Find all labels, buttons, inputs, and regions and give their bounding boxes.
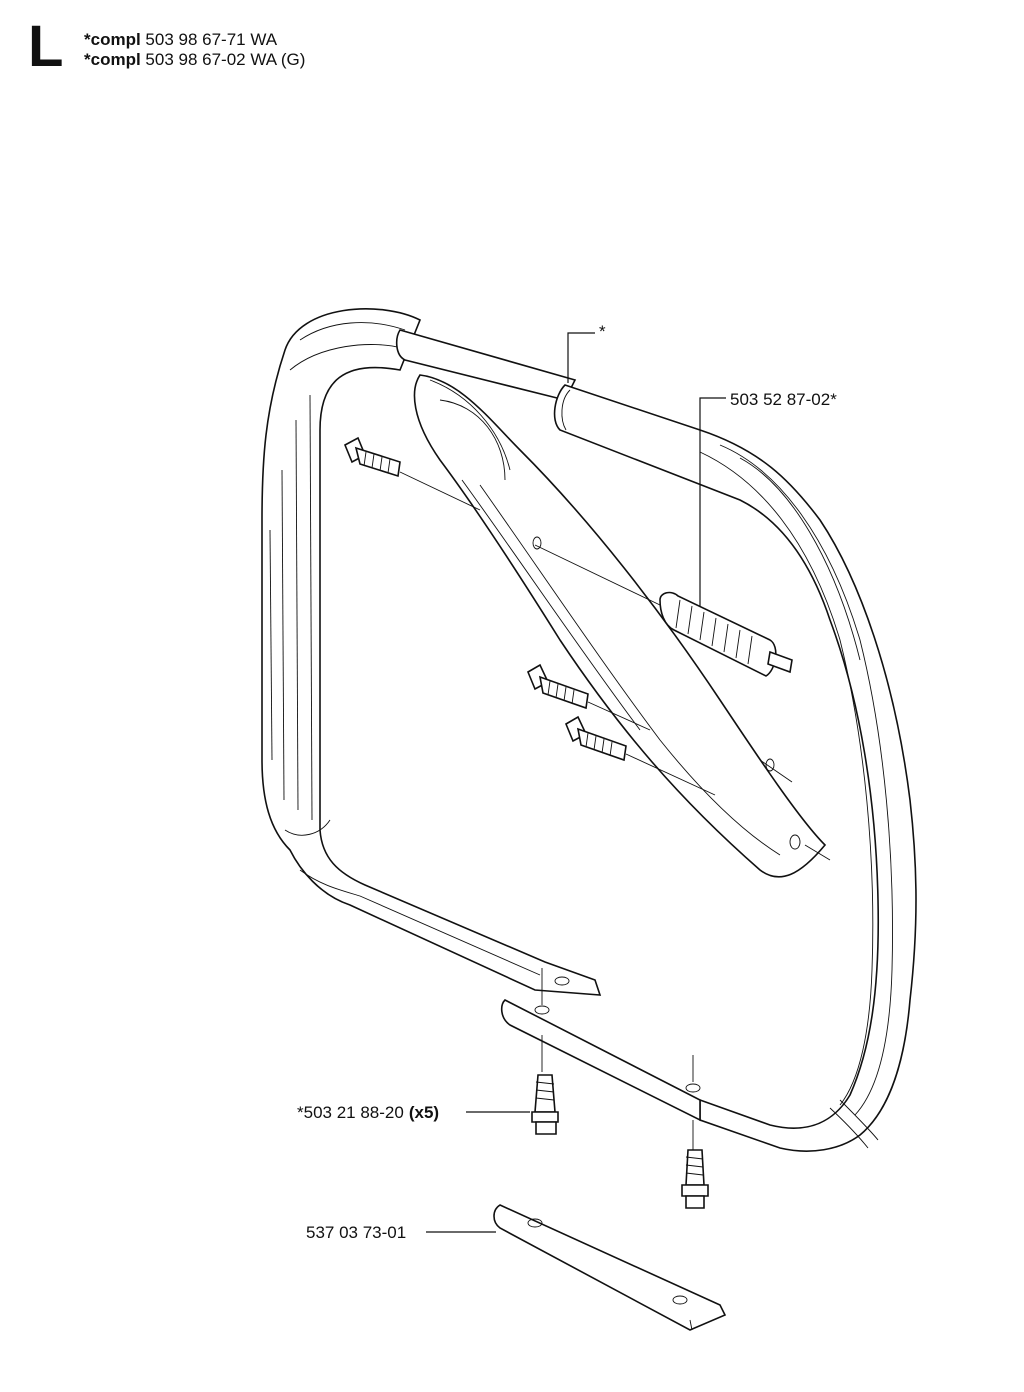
- screw-middle-1: [526, 663, 651, 731]
- screw-quantity: (x5): [409, 1103, 439, 1122]
- assembly-prefix: *compl: [84, 30, 141, 49]
- screw-middle-2: [564, 715, 716, 796]
- anti-vibration-spring: [534, 544, 831, 861]
- screw-bottom-left: [531, 968, 559, 1135]
- screw-upper: [343, 436, 481, 511]
- screw-part-number: *503 21 88-20: [297, 1103, 404, 1122]
- assembly-part-number: 503 98 67-02 WA (G): [145, 50, 306, 69]
- grip-leader: [699, 397, 726, 606]
- assembly-number-1: *compl 503 98 67-71 WA: [84, 30, 277, 50]
- star-leader: [567, 332, 595, 383]
- assembly-prefix: *compl: [84, 50, 141, 69]
- plate-callout: 537 03 73-01: [306, 1223, 406, 1242]
- grip-callout: 503 52 87-02*: [730, 390, 837, 409]
- star-callout: *: [599, 322, 606, 341]
- assembly-number-2: *compl 503 98 67-02 WA (G): [84, 50, 305, 70]
- front-handle-frame: [261, 308, 917, 1152]
- screw-callout: *503 21 88-20 (x5): [297, 1103, 439, 1122]
- section-letter: L: [28, 14, 64, 79]
- assembly-part-number: 503 98 67-71 WA: [145, 30, 278, 49]
- bottom-plate: [493, 1204, 727, 1331]
- screw-bottom-right: [681, 1055, 709, 1209]
